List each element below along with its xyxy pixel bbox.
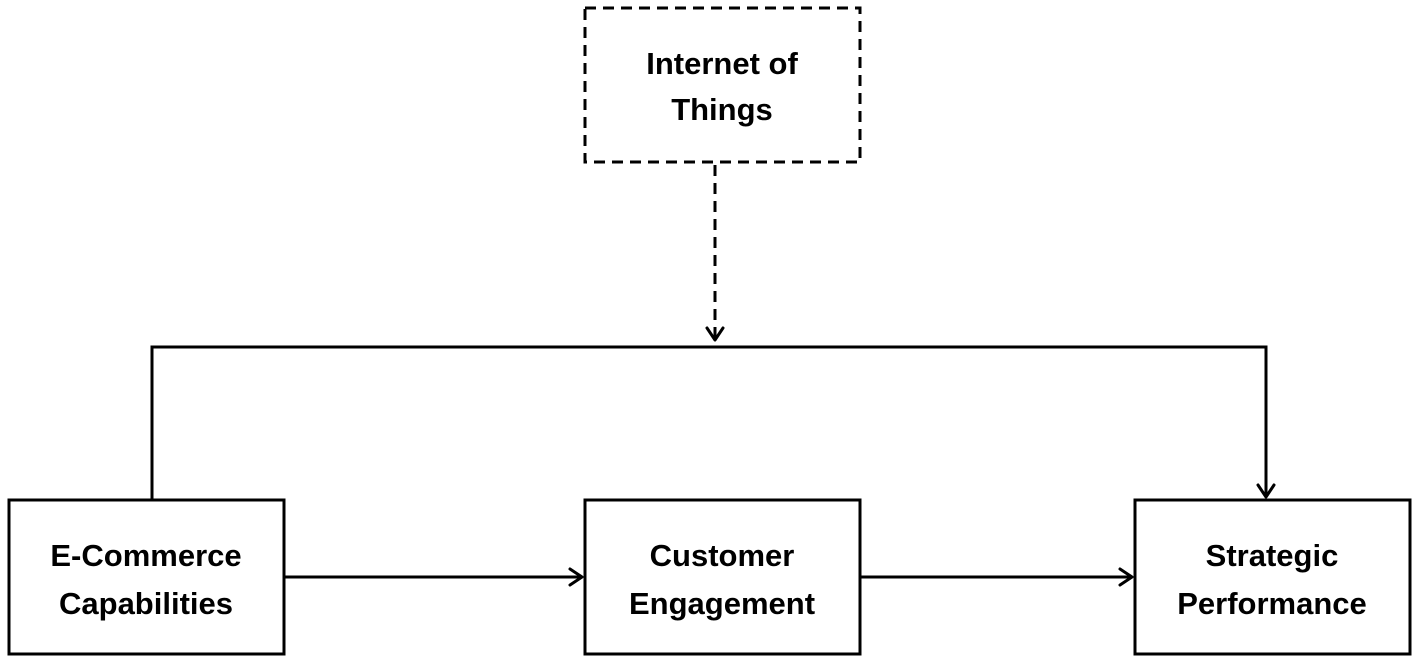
node-customer-engagement: Customer Engagement bbox=[583, 498, 862, 656]
internet-of-things-box bbox=[583, 6, 862, 164]
node-strategic-performance: Strategic Performance bbox=[1133, 498, 1412, 656]
node-ecommerce-capabilities: E-Commerce Capabilities bbox=[7, 498, 286, 656]
internet-of-things-label-line2: Things bbox=[671, 92, 773, 127]
strategic-performance-label-line2: Performance bbox=[1177, 586, 1367, 621]
customer-engagement-label-line2: Engagement bbox=[629, 586, 815, 621]
ecommerce-capabilities-box bbox=[7, 498, 286, 656]
ecommerce-capabilities-label-line2: Capabilities bbox=[59, 586, 233, 621]
ecommerce-capabilities-label-line1: E-Commerce bbox=[50, 538, 241, 573]
internet-of-things-label-line1: Internet of bbox=[646, 46, 798, 81]
direct-path-connector bbox=[150, 345, 1276, 500]
node-internet-of-things: Internet of Things bbox=[583, 6, 862, 164]
strategic-performance-box bbox=[1133, 498, 1412, 656]
customer-engagement-label-line1: Customer bbox=[650, 538, 795, 573]
strategic-performance-label-line1: Strategic bbox=[1206, 538, 1339, 573]
customer-engagement-box bbox=[583, 498, 862, 656]
